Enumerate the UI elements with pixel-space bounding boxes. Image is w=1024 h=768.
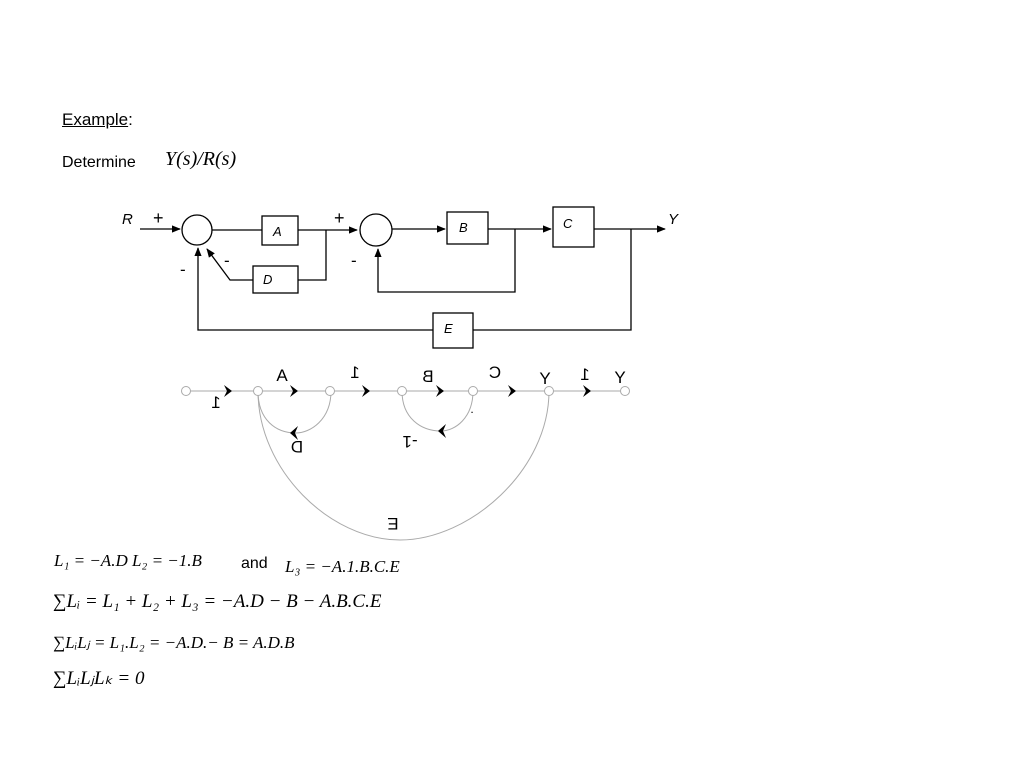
block-c-label: C [563, 216, 573, 231]
sfg-node-3 [325, 386, 335, 396]
sfg-arrow-4 [436, 385, 444, 397]
line-e-to-sum1 [194, 247, 433, 331]
equation-and-word: and [241, 555, 268, 572]
block-a-label: A [272, 224, 282, 239]
block-e-label: E [444, 321, 453, 336]
sfg-label-1-right: 1 [580, 365, 589, 384]
sfg-arrow-5 [508, 385, 516, 397]
sfg-label-b: B [422, 367, 433, 386]
sfg-label-1-left: 1 [211, 393, 220, 412]
sfg-arrow-6 [583, 385, 591, 397]
sum1-minus-sign: - [180, 260, 186, 279]
sfg-arrow-loop-d [290, 426, 298, 440]
summing-junction-1 [181, 214, 213, 246]
sfg-label-e: E [387, 514, 398, 533]
equation-sum-lilj: ∑LᵢLⱼ = L₁.L₂ = −A.D.− B = A.D.B [53, 633, 295, 652]
sfg-arrow-1 [224, 385, 232, 397]
sfg-node-1 [181, 386, 191, 396]
equation-l3: L₃ = −A.1.B.C.E [285, 557, 400, 576]
sfg-loop-d [257, 390, 332, 434]
line-output-to-e [473, 229, 632, 331]
line-unity-feedback [374, 229, 516, 293]
block-d [252, 265, 299, 294]
transfer-function-expression: Y(s)/R(s) [165, 148, 237, 170]
sfg-arrow-2 [290, 385, 298, 397]
input-label-r: R [122, 211, 133, 228]
block-b-label: B [459, 220, 468, 235]
sfg-label-a: A [276, 366, 288, 385]
sfg-node-2 [253, 386, 263, 396]
block-c [552, 206, 595, 248]
sfg-label-y1: Y [539, 369, 550, 388]
sfg-loop-minus-one [401, 390, 474, 432]
sfg-label-c: C [489, 363, 501, 382]
sum2-plus-sign: + [334, 208, 345, 228]
sum1-inner-minus-sign: - [224, 251, 230, 270]
line-a-to-d [298, 230, 327, 281]
sum1-plus-sign: + [153, 208, 164, 228]
line-d-to-sum1 [206, 248, 253, 281]
signal-flow-graph: 1 A 1 B C Y 1 Y D -1 E . [181, 363, 630, 541]
block-e [432, 312, 474, 349]
example-heading: Example: [62, 110, 133, 130]
sfg-node-6 [544, 386, 554, 396]
sfg-arrow-3 [362, 385, 370, 397]
equation-sum-liljlk: ∑LᵢLⱼLₖ = 0 [53, 668, 145, 689]
sfg-loop-e [257, 390, 550, 541]
example-title-colon: : [128, 110, 133, 129]
summing-junction-2 [359, 213, 393, 247]
sfg-arrow-loop-minus-one [438, 424, 446, 438]
sum2-minus-sign: - [351, 251, 357, 270]
sfg-label-d: D [291, 437, 303, 456]
block-a [261, 215, 299, 246]
example-title: Example [62, 110, 129, 129]
sfg-node-4 [397, 386, 407, 396]
sfg-node-5 [468, 386, 478, 396]
block-diagram: R + - - A D + - B C E Y [122, 206, 679, 541]
sfg-label-y2: Y [614, 368, 625, 387]
equation-l1-l2: L₁ = −A.D L₂ = −1.B [54, 551, 202, 570]
block-d-label: D [263, 272, 272, 287]
block-b [446, 211, 489, 245]
output-label-y: Y [668, 211, 679, 228]
sfg-label-1-mid: 1 [350, 363, 359, 382]
sfg-label-dot: . [470, 402, 473, 416]
determine-label: Determine [62, 154, 136, 171]
equation-sum-li: ∑Lᵢ = L₁ + L₂ + L₃ = −A.D − B − A.B.C.E [53, 591, 382, 612]
sfg-label-minus-one: -1 [402, 432, 417, 451]
sfg-node-7 [620, 386, 630, 396]
